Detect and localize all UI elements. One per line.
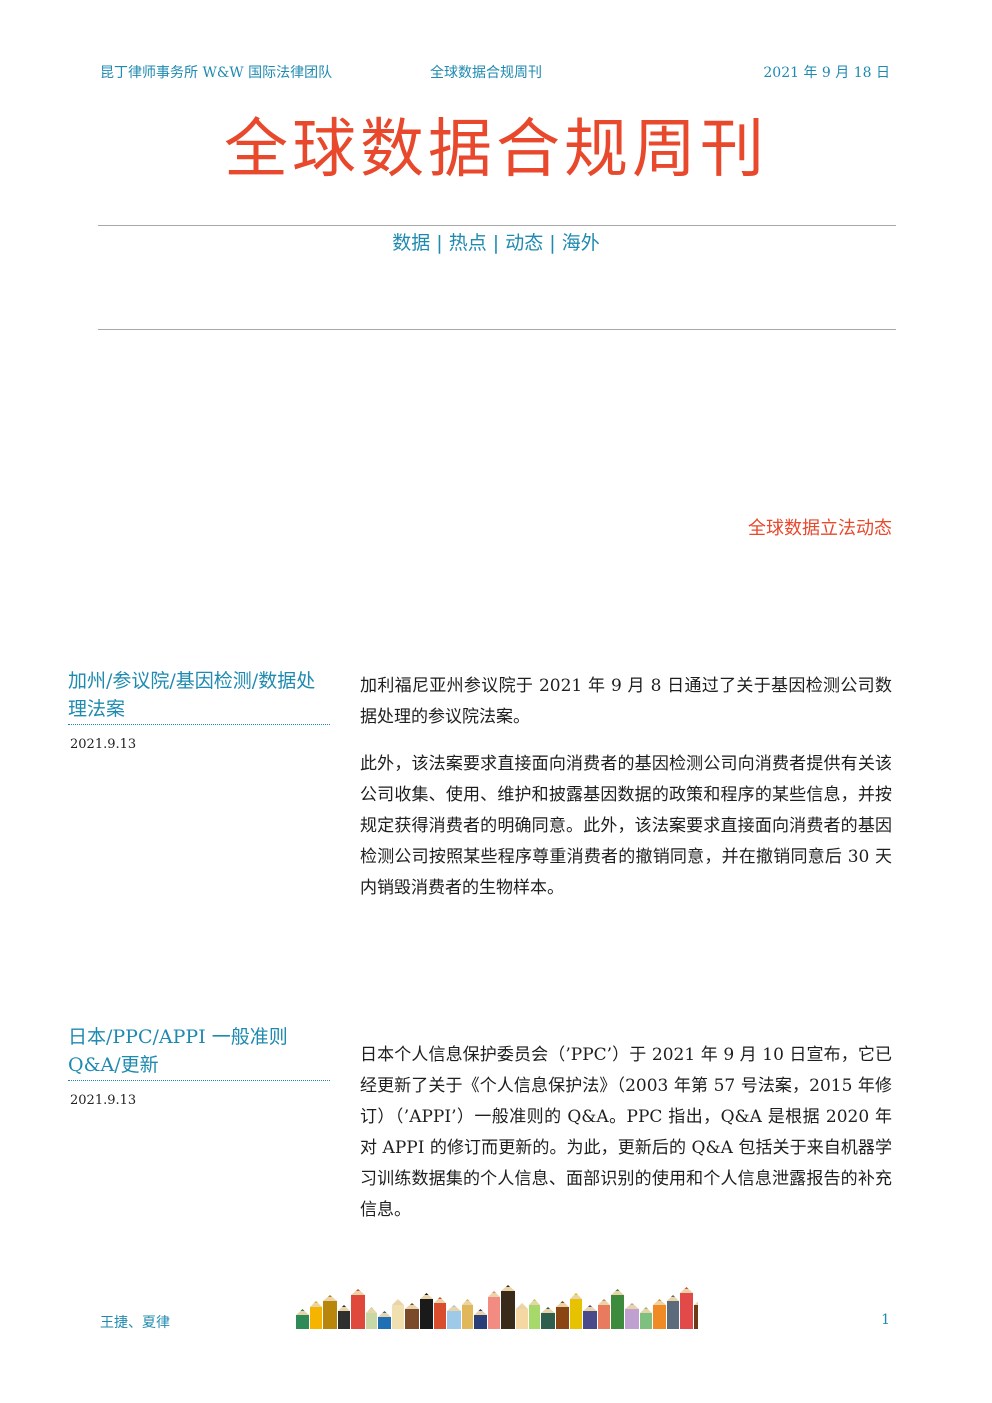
pencil [366, 1307, 377, 1329]
pencil [323, 1295, 337, 1329]
article-1-title: 加州/参议院/基因检测/数据处理法案 [68, 667, 330, 725]
article-2-date: 2021.9.13 [70, 1093, 137, 1108]
footer-authors: 王捷、夏律 [100, 1315, 170, 1331]
pencils-illustration [296, 1285, 698, 1329]
pencil [351, 1289, 365, 1329]
pencil [420, 1293, 433, 1329]
pencil [474, 1309, 487, 1329]
pencil [310, 1301, 322, 1329]
page-number: 1 [881, 1312, 890, 1328]
pencil [583, 1305, 597, 1329]
pencil [667, 1295, 679, 1329]
article-1-date: 2021.9.13 [70, 737, 137, 752]
pencil [392, 1299, 404, 1329]
pencil [378, 1311, 391, 1329]
pencil [529, 1299, 540, 1329]
pencil [488, 1291, 500, 1329]
masthead-top-rule [98, 225, 896, 226]
pencil [653, 1299, 666, 1329]
pencil [462, 1299, 473, 1329]
masthead-bottom-rule [98, 329, 896, 330]
article-2-body: 日本个人信息保护委员会（’PPC’）于 2021 年 9 月 10 日宣布，它已… [360, 1040, 892, 1242]
article-2-paragraph-1: 日本个人信息保护委员会（’PPC’）于 2021 年 9 月 10 日宣布，它已… [360, 1045, 892, 1220]
pencil [694, 1301, 698, 1329]
pencil [570, 1293, 582, 1329]
pencil [501, 1285, 515, 1329]
article-1-body: 加利福尼亚州参议院于 2021 年 9 月 8 日通过了关于基因检测公司数据处理… [360, 671, 892, 920]
pencil [541, 1307, 555, 1329]
pencil [296, 1309, 309, 1329]
article-1-paragraph-1: 加利福尼亚州参议院于 2021 年 9 月 8 日通过了关于基因检测公司数据处理… [360, 676, 892, 727]
pencil [625, 1303, 639, 1329]
pencil [611, 1289, 624, 1329]
header-date: 2021 年 9 月 18 日 [763, 65, 890, 81]
pencil [516, 1303, 528, 1329]
pencil [405, 1303, 419, 1329]
pencil [598, 1299, 610, 1329]
section-title: 全球数据立法动态 [748, 518, 892, 539]
pencil [556, 1301, 569, 1329]
article-2-title: 日本/PPC/APPI 一般准则 Q&A/更新 [68, 1023, 330, 1081]
pencil [447, 1305, 461, 1329]
masthead-title: 全球数据合规周刊 [224, 113, 768, 187]
pencil [680, 1287, 693, 1329]
pencil [434, 1297, 446, 1329]
pencil [640, 1307, 652, 1329]
header-firm: 昆丁律师事务所 W&W 国际法律团队 [100, 65, 333, 81]
header-publication: 全球数据合规周刊 [430, 65, 542, 81]
article-1-paragraph-2: 此外，该法案要求直接面向消费者的基因检测公司向消费者提供有关该公司收集、使用、维… [360, 754, 892, 898]
pencil [338, 1305, 350, 1329]
masthead-tagline: 数据 | 热点 | 动态 | 海外 [392, 232, 600, 254]
